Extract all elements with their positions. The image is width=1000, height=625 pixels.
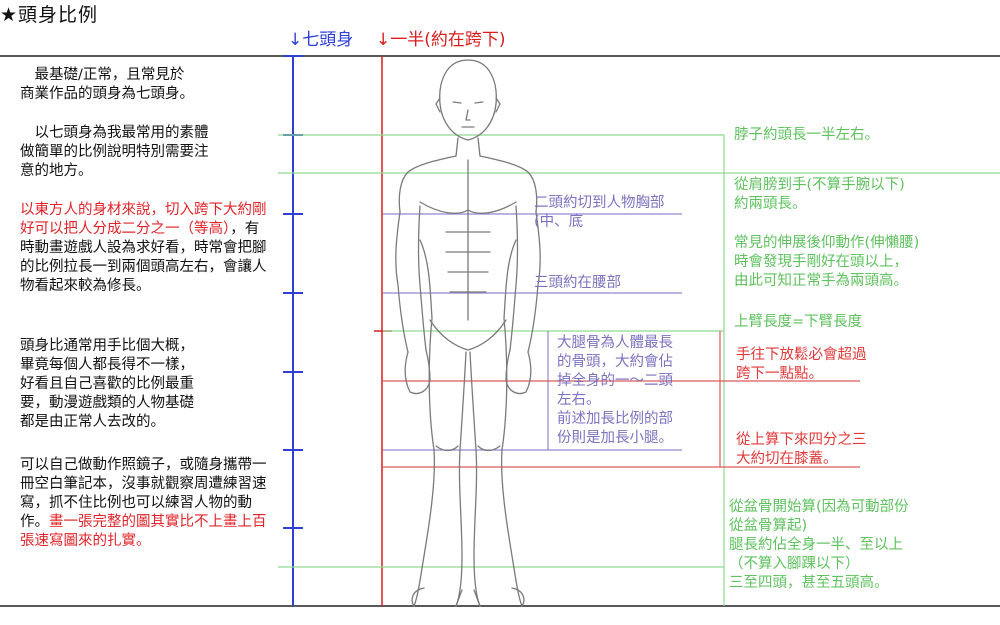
text-line: 由此可知正常手為兩頭高。 <box>734 273 908 289</box>
red-guides <box>383 331 860 468</box>
text-line: 以七頭身為我最常用的素體 <box>20 125 209 141</box>
text-line: 約兩頭長。 <box>734 196 807 212</box>
text-line: 從肩膀到手(不算手腕以下) <box>734 177 905 193</box>
green-guides <box>278 134 1000 606</box>
page-title: ★頭身比例 <box>0 4 99 26</box>
body-text: 可以自己做動作照鏡子，或隨身攜帶一冊空白筆記本，沒事就觀察周遭練習速寫，抓不住比… <box>20 457 267 530</box>
text-line: 腿長約佔全身一半、至以上 <box>729 537 903 553</box>
body-text: ，有時動畫遊戲人設為求好看，時常會把腳的比例拉長一到兩個頭高左右，會讓人物看起來… <box>20 221 267 294</box>
seven-head-header: ↓七頭身 <box>288 30 354 50</box>
east-asian-body-paragraph: 以東方人的身材來說，切入跨下大約剛好可以把人分成二分之一（等高），有時動畫遊戲人… <box>20 201 268 296</box>
upper-arm-note: 上臂長度=下臂長度 <box>734 314 863 330</box>
text-line: 好看且自己喜歡的比例最重 <box>20 376 194 392</box>
shoulder-hand-note: 從肩膀到手(不算手腕以下) 約兩頭長。 <box>734 176 905 214</box>
text-line: 都是由正常人去改的。 <box>20 414 165 430</box>
text-line: 做簡單的比例說明特別需要注 <box>20 144 209 160</box>
text-line: 從盆骨開始算(因為可動部份 <box>729 499 909 515</box>
stretch-note: 常見的伸展後仰動作(伸懶腰) 時會發現手剛好在頭以上， 由此可知正常手為兩頭高。 <box>734 234 919 291</box>
text-line: 左右。 <box>557 392 601 408</box>
explanation-paragraph: 以七頭身為我最常用的素體 做簡單的比例說明特別需要注 意的地方。 <box>20 124 268 181</box>
seven-head-ruler <box>283 55 303 606</box>
text-line: 從上算下來四分之三 <box>736 432 867 448</box>
text-line: 頭身比通常用手比個大概， <box>20 338 194 354</box>
text-line: 常見的伸展後仰動作(伸懶腰) <box>734 235 920 251</box>
text-line: 畢竟每個人都長得不一樣， <box>20 357 194 373</box>
text-line: 大腿骨為人體最長 <box>557 335 673 351</box>
text-line: 意的地方。 <box>20 163 93 179</box>
highlight-text: 畫一張完整的圖其實比不上畫上百張速寫圖來的扎實。 <box>20 514 267 549</box>
text-line: 的骨頭，大約會佔 <box>557 354 673 370</box>
text-line: 前述加長比例的部 <box>557 411 673 427</box>
text-line: 掉全身的一～二頭 <box>557 373 673 389</box>
practice-paragraph: 可以自己做動作照鏡子，或隨身攜帶一冊空白筆記本，沒事就觀察周遭練習速寫，抓不住比… <box>20 456 268 551</box>
text-line: 要，動漫遊戲類的人物基礎 <box>20 395 194 411</box>
leg-length-note: 從盆骨開始算(因為可動部份 從盆骨算起) 腿長約佔全身一半、至以上 （不算入腳踝… <box>729 498 909 593</box>
text-line: 二頭約切到人物胸部 <box>534 195 665 211</box>
chest-note: 二頭約切到人物胸部 (中、底 <box>534 194 665 232</box>
human-figure-sketch <box>395 59 541 607</box>
intro-paragraph: 最基礎/正常，且常見於 商業作品的頭身為七頭身。 <box>20 66 268 104</box>
half-header: ↓一半(約在跨下) <box>376 30 506 50</box>
text-line: 跨下一點點。 <box>736 366 823 382</box>
waist-note: 三頭約在腰部 <box>534 275 621 291</box>
neck-note: 脖子約頭長一半左右。 <box>734 127 879 143</box>
knee-note: 從上算下來四分之三 大約切在膝蓋。 <box>736 431 867 469</box>
hand-down-note: 手往下放鬆必會超過 跨下一點點。 <box>736 346 867 384</box>
hand-measure-paragraph: 頭身比通常用手比個大概， 畢竟每個人都長得不一樣， 好看且自己喜歡的比例最重 要… <box>20 337 268 432</box>
highlight-text: 以東方人的身材來說，切入跨下大約剛好可以把人分成二分之一（等高） <box>20 202 267 237</box>
text-line: 大約切在膝蓋。 <box>736 451 838 467</box>
text-line: 手往下放鬆必會超過 <box>736 347 867 363</box>
text-line: (中、底 <box>534 214 584 230</box>
text-line: 份則是加長小腿。 <box>557 430 673 446</box>
femur-note: 大腿骨為人體最長 的骨頭，大約會佔 掉全身的一～二頭 左右。 前述加長比例的部 … <box>557 334 673 448</box>
text-line: 從盆骨算起) <box>729 518 808 534</box>
text-line: 最基礎/正常，且常見於 <box>20 67 185 83</box>
text-line: 商業作品的頭身為七頭身。 <box>20 86 194 102</box>
text-line: （不算入腳踝以下） <box>729 556 860 572</box>
text-line: 時會發現手剛好在頭以上， <box>734 254 908 270</box>
purple-guides <box>383 213 682 451</box>
text-line: 三至四頭，甚至五頭高。 <box>729 575 889 591</box>
